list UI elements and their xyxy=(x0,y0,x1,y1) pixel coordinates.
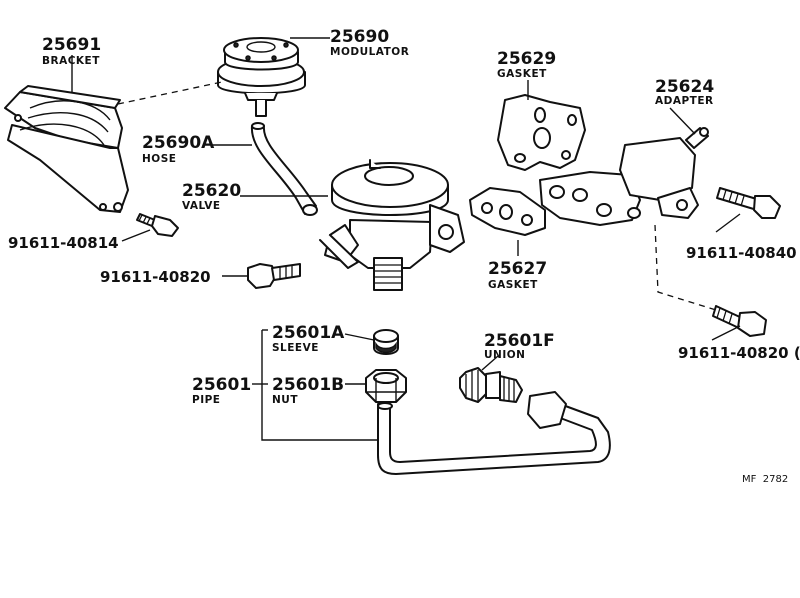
part-name-nut: NUT xyxy=(272,394,298,406)
part-number-bracket: 25691 xyxy=(42,35,101,55)
bolt-40814-drawing xyxy=(136,213,179,237)
adapter-drawing xyxy=(539,127,709,226)
bracket-drawing xyxy=(4,85,129,213)
figure-reference: MF 2782 xyxy=(742,474,788,485)
part-name-modulator: MODULATOR xyxy=(330,46,409,58)
label-adapter: 25624 ADAPTER xyxy=(655,77,714,107)
part-name-hose: HOSE xyxy=(142,153,176,165)
adapter-bolt-dashline xyxy=(654,224,717,311)
part-number-hose: 25690A xyxy=(142,133,215,153)
part-number-modulator: 25690 xyxy=(330,27,389,47)
modulator-drawing xyxy=(217,37,306,117)
bolt-40820x3-drawing xyxy=(712,305,767,337)
label-gasket-lower: 25627 GASKET xyxy=(488,259,547,291)
valve-drawing xyxy=(319,159,465,291)
part-name-gasket-lower: GASKET xyxy=(488,279,538,291)
label-pipe: 25601 PIPE xyxy=(192,375,251,406)
hose-drawing xyxy=(250,125,317,215)
part-number-gasket-lower: 25627 xyxy=(488,259,547,279)
part-number-union: 25601F xyxy=(484,331,555,351)
bolt-40840-drawing xyxy=(716,187,781,219)
gasket-lower-drawing xyxy=(469,187,546,236)
bolt-label-40820: 91611-40820 xyxy=(100,268,211,286)
part-name-valve: VALVE xyxy=(182,200,221,212)
label-sleeve: 25601A SLEEVE xyxy=(272,323,345,354)
label-modulator: 25690 MODULATOR xyxy=(330,27,409,58)
leader-lines xyxy=(71,37,741,441)
bolt-label-40820x3: 91611-40820 (3) xyxy=(678,344,800,362)
part-number-valve: 25620 xyxy=(182,181,241,201)
part-number-nut: 25601B xyxy=(272,375,344,395)
bolt-label-40840: 91611-40840 xyxy=(686,244,797,262)
sleeve-drawing xyxy=(373,329,399,355)
bolt-label-40814: 91611-40814 xyxy=(8,234,119,252)
union-drawing xyxy=(459,367,523,403)
bracket-modulator-dashline xyxy=(117,81,223,105)
part-name-adapter: ADAPTER xyxy=(655,95,714,107)
part-number-adapter: 25624 xyxy=(655,77,714,97)
label-gasket-upper: 25629 GASKET xyxy=(497,49,556,80)
gasket-upper-drawing xyxy=(497,94,586,171)
label-hose: 25690A HOSE xyxy=(142,133,215,165)
part-name-gasket-upper: GASKET xyxy=(497,68,547,80)
part-name-union: UNION xyxy=(484,349,525,361)
label-bracket: 25691 BRACKET xyxy=(42,35,101,67)
label-nut: 25601B NUT xyxy=(272,375,344,406)
part-name-sleeve: SLEEVE xyxy=(272,342,319,354)
part-number-pipe: 25601 xyxy=(192,375,251,395)
part-name-bracket: BRACKET xyxy=(42,55,100,67)
pipe-drawing xyxy=(377,391,611,475)
part-number-sleeve: 25601A xyxy=(272,323,345,343)
part-number-gasket-upper: 25629 xyxy=(497,49,556,69)
label-union: 25601F UNION xyxy=(484,331,555,361)
label-valve: 25620 VALVE xyxy=(182,181,241,212)
bolt-40820-drawing xyxy=(247,263,301,289)
nut-drawing xyxy=(365,369,407,403)
part-name-pipe: PIPE xyxy=(192,394,220,406)
